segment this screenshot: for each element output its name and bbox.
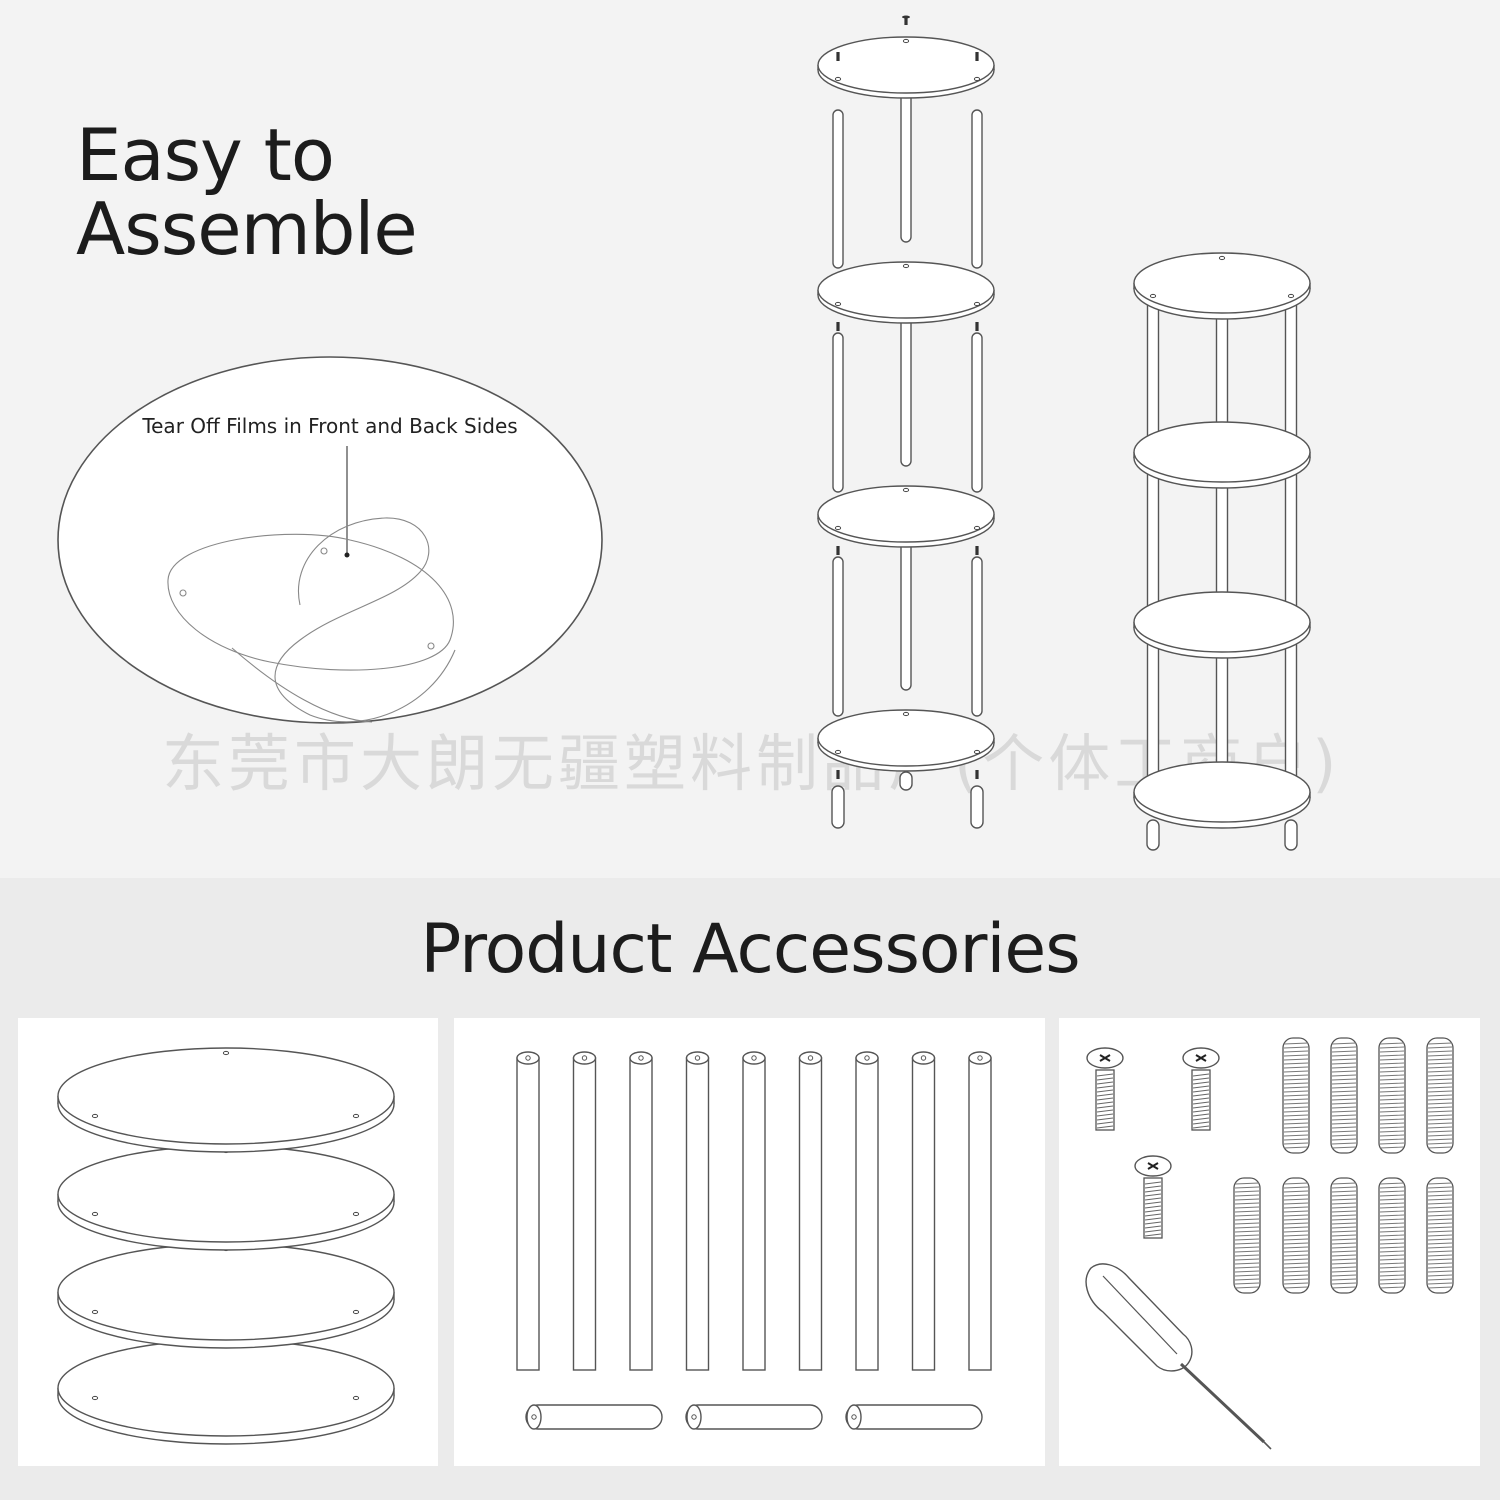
hardware-panel (1059, 1018, 1480, 1466)
hardware-set (1085, 1037, 1454, 1450)
support-rods-panel (454, 1018, 1045, 1466)
shelf-discs-panel (18, 1018, 438, 1466)
exploded-tower-illustration (817, 15, 995, 829)
headline: Easy to Assemble (76, 113, 418, 271)
callout-label: Tear Off Films in Front and Back Sides (141, 414, 517, 438)
screws-and-screwdriver-icon (1085, 1037, 1454, 1450)
assembled-tower-illustration (1133, 252, 1311, 851)
assembly-diagram (817, 15, 1311, 851)
headline-line-1: Easy to (76, 113, 335, 197)
support-rods-icon (516, 1051, 992, 1430)
support-rods-set (516, 1051, 992, 1430)
shelf-discs-icon (57, 1047, 395, 1445)
headline-line-2: Assemble (76, 187, 418, 271)
shelf-discs-stack (57, 1047, 395, 1445)
section-title: Product Accessories (420, 910, 1080, 989)
tear-off-film-callout: Tear Off Films in Front and Back Sides (57, 356, 603, 724)
